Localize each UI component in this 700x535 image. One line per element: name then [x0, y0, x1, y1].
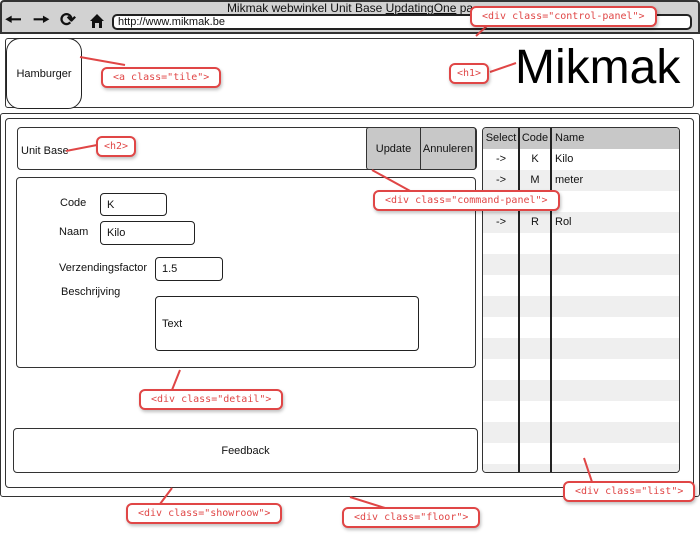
- reload-icon[interactable]: ⟳: [60, 10, 76, 31]
- callout-detail: <div class="detail">: [139, 389, 284, 410]
- code-label: Code: [60, 197, 87, 209]
- name-cell: Kilo: [555, 153, 574, 165]
- list-header: Select Code Name: [483, 128, 679, 149]
- update-button[interactable]: Update: [366, 127, 421, 170]
- table-row: -> K Kilo: [483, 149, 679, 170]
- table-row: [483, 254, 679, 275]
- name-cell: Rol: [555, 216, 572, 228]
- command-panel: [17, 127, 477, 170]
- table-row: [483, 275, 679, 296]
- table-row: [483, 422, 679, 443]
- showroom: [5, 118, 694, 488]
- back-arrow-icon[interactable]: 🠔: [5, 10, 22, 31]
- header-name: Name: [555, 132, 585, 144]
- callout-showroom: <div class="showroow">: [126, 503, 283, 524]
- select-cell[interactable]: ->: [495, 174, 507, 186]
- verzendingsfactor-label: Verzendingsfactor: [59, 262, 148, 274]
- hamburger-tile[interactable]: Hamburger: [6, 38, 82, 109]
- section-title: Unit Base: [21, 145, 69, 157]
- column-divider: [550, 128, 552, 472]
- page-title: Mikmak: [515, 41, 681, 94]
- beschrijving-label: Beschrijving: [61, 286, 121, 298]
- code-cell: K: [531, 153, 539, 165]
- callout-h2: <h2>: [96, 136, 137, 157]
- table-row: [483, 338, 679, 359]
- code-field[interactable]: K: [100, 193, 167, 216]
- callout-floor: <div class="floor">: [342, 507, 481, 528]
- detail-panel: [16, 177, 476, 368]
- feedback-panel: Feedback: [13, 428, 478, 473]
- callout-list: <div class="list">: [563, 481, 696, 502]
- table-row: [483, 464, 679, 472]
- table-row: [483, 296, 679, 317]
- name-cell: meter: [555, 174, 584, 186]
- select-cell[interactable]: ->: [495, 216, 507, 228]
- table-row: [483, 317, 679, 338]
- title-text-suffix: pa: [456, 1, 474, 15]
- home-icon[interactable]: [89, 11, 105, 34]
- header-select: Select: [485, 132, 517, 144]
- callout-h1: <h1>: [449, 63, 490, 84]
- window-title: Mikmak webwinkel Unit Base UpdatingOne p…: [0, 1, 700, 15]
- table-row: -> R Rol: [483, 212, 679, 233]
- naam-field[interactable]: Kilo: [100, 221, 195, 245]
- verzendingsfactor-field[interactable]: 1.5: [155, 257, 223, 281]
- table-row: [483, 401, 679, 422]
- title-text: Mikmak webwinkel Unit Base: [226, 1, 386, 15]
- code-cell: M: [530, 174, 540, 186]
- title-link[interactable]: UpdatingOne: [385, 1, 457, 15]
- forward-arrow-icon[interactable]: 🠖: [33, 10, 50, 31]
- callout-command-panel: <div class="command-panel">: [373, 190, 560, 211]
- name-cell: [555, 191, 675, 212]
- table-row: [483, 233, 679, 254]
- select-cell[interactable]: ->: [495, 153, 507, 165]
- table-row: [483, 359, 679, 380]
- callout-tile: <a class="tile">: [101, 67, 222, 88]
- table-row: [483, 443, 679, 464]
- cancel-button[interactable]: Annuleren: [420, 127, 476, 170]
- callout-control-panel: <div class="control-panel">: [470, 6, 657, 27]
- table-row: [483, 380, 679, 401]
- header-code: Code: [521, 132, 549, 144]
- code-cell: R: [531, 216, 539, 228]
- column-divider: [518, 128, 520, 472]
- beschrijving-textarea[interactable]: Text: [155, 296, 419, 351]
- naam-label: Naam: [59, 226, 89, 238]
